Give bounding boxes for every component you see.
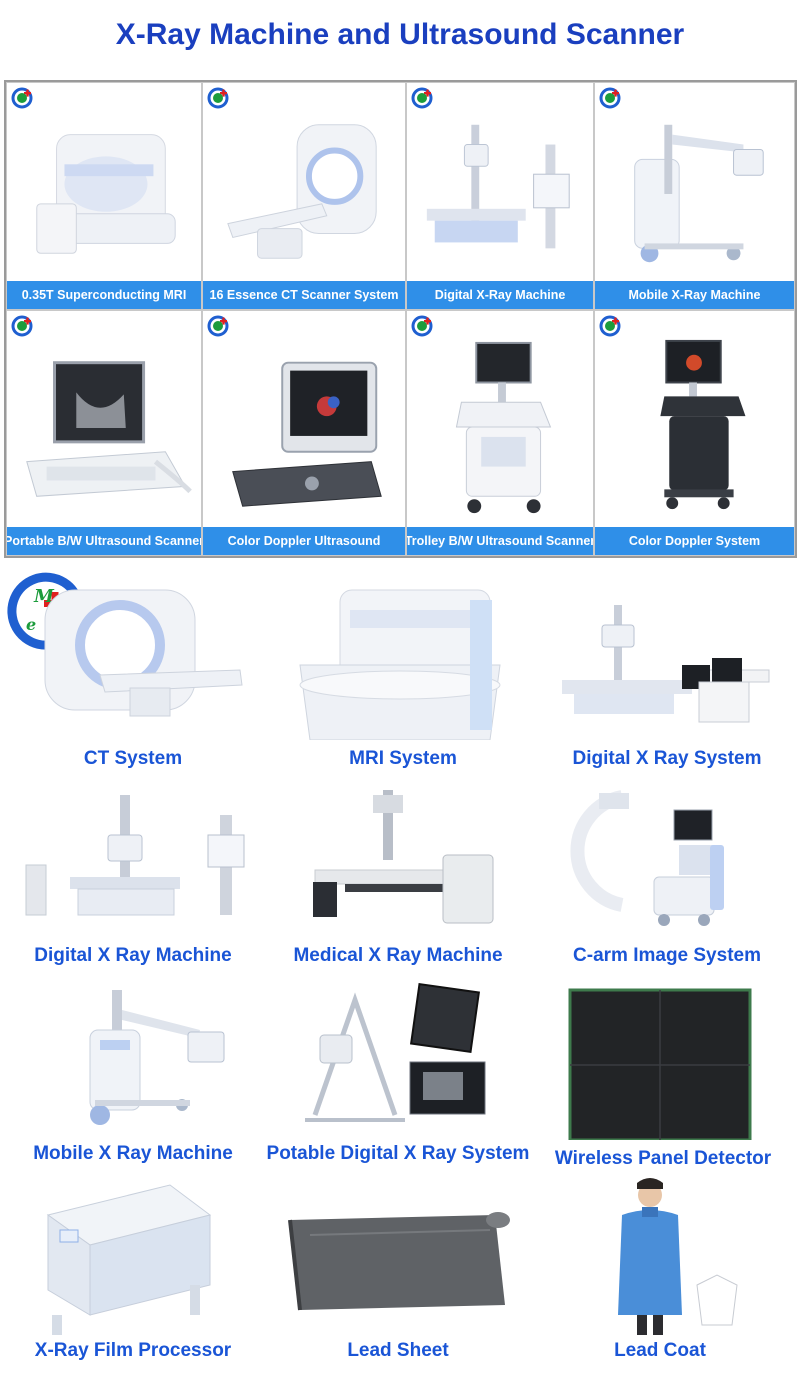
portable-digital-xray-icon <box>265 980 531 1130</box>
color-doppler-icon <box>203 333 405 525</box>
product-card[interactable]: Portable B/W Ultrasound Scanner <box>6 310 202 556</box>
ct-system-icon <box>0 570 266 740</box>
product-item[interactable]: Potable Digital X Ray System <box>265 980 531 1170</box>
product-caption: Color Doppler Ultrasound <box>203 527 405 555</box>
product-label: Digital X Ray System <box>572 748 762 769</box>
product-item[interactable]: MRI System <box>270 570 536 780</box>
product-card[interactable]: Mobile X-Ray Machine <box>594 82 795 310</box>
product-label: Potable Digital X Ray System <box>266 1143 530 1164</box>
product-label: Medical X Ray Machine <box>293 945 503 966</box>
product-item[interactable]: Lead Coat <box>527 1175 793 1375</box>
medical-xray-machine-icon <box>265 785 531 935</box>
mri-icon <box>7 105 201 279</box>
digital-xray-icon <box>407 105 593 279</box>
svg-text:M: M <box>33 586 55 607</box>
ct-scanner-icon <box>203 105 405 279</box>
product-label: CT System <box>83 748 183 769</box>
product-item[interactable]: Medical X Ray Machine <box>265 785 531 975</box>
svg-text:e: e <box>26 615 36 634</box>
trolley-ultrasound-icon <box>407 333 593 525</box>
product-item[interactable]: Mobile X Ray Machine <box>0 980 266 1170</box>
product-card[interactable]: Digital X-Ray Machine <box>406 82 594 310</box>
mecan-logo-icon <box>599 87 621 109</box>
product-caption: Portable B/W Ultrasound Scanner <box>7 527 201 555</box>
mri-system-icon <box>270 570 536 741</box>
mecan-logo-icon <box>411 87 433 109</box>
product-label: Mobile X Ray Machine <box>33 1143 233 1164</box>
mobile-xray-machine-icon <box>0 980 266 1130</box>
portable-ultrasound-icon <box>7 333 201 525</box>
mecan-logo-icon <box>11 315 33 337</box>
color-doppler-system-icon <box>595 333 794 525</box>
product-card[interactable]: Color Doppler Ultrasound <box>202 310 406 556</box>
product-card[interactable]: Color Doppler System <box>594 310 795 556</box>
product-item[interactable]: CT System <box>0 570 266 780</box>
product-item[interactable]: Digital X Ray System <box>534 570 800 780</box>
product-item[interactable]: Digital X Ray Machine <box>0 785 266 975</box>
product-item[interactable]: Lead Sheet <box>265 1175 531 1375</box>
mecan-logo-icon <box>599 315 621 337</box>
mobile-xray-icon <box>595 105 794 279</box>
lead-coat-icon <box>527 1175 793 1335</box>
product-caption: Digital X-Ray Machine <box>407 281 593 309</box>
mecan-logo-icon <box>207 315 229 337</box>
product-caption: 0.35T Superconducting MRI <box>7 281 201 309</box>
mecan-logo-icon <box>411 315 433 337</box>
product-label: Digital X Ray Machine <box>34 945 232 966</box>
product-item[interactable]: X-Ray Film Processor <box>0 1175 266 1375</box>
product-card[interactable]: Trolley B/W Ultrasound Scanner <box>406 310 594 556</box>
product-label: C-arm Image System <box>573 945 761 966</box>
product-card[interactable]: 0.35T Superconducting MRI <box>6 82 202 310</box>
mecan-logo-icon <box>207 87 229 109</box>
digital-xray-machine-icon <box>0 785 266 935</box>
product-caption: Trolley B/W Ultrasound Scanner <box>407 527 593 555</box>
product-item[interactable]: C-arm Image System <box>534 785 800 975</box>
product-label: Lead Coat <box>614 1340 706 1361</box>
page-title: X-Ray Machine and Ultrasound Scanner <box>115 18 685 51</box>
digital-xray-system-icon <box>534 570 800 740</box>
product-label: Wireless Panel Detector <box>554 1148 772 1169</box>
product-card[interactable]: 16 Essence CT Scanner System <box>202 82 406 310</box>
mecan-logo-icon <box>11 87 33 109</box>
c-arm-icon <box>534 785 800 935</box>
top-product-grid: 0.35T Superconducting MRI 16 Essence CT … <box>4 80 797 558</box>
product-label: X-Ray Film Processor <box>34 1340 232 1361</box>
panel-detector-icon <box>530 980 796 1142</box>
product-caption: Mobile X-Ray Machine <box>595 281 794 309</box>
product-item[interactable]: Wireless Panel Detector <box>530 980 796 1170</box>
product-caption: 16 Essence CT Scanner System <box>203 281 405 309</box>
product-label: Lead Sheet <box>347 1340 449 1361</box>
product-label: MRI System <box>349 748 457 769</box>
product-caption: Color Doppler System <box>595 527 794 555</box>
film-processor-icon <box>0 1175 266 1335</box>
lead-sheet-icon <box>265 1175 531 1335</box>
